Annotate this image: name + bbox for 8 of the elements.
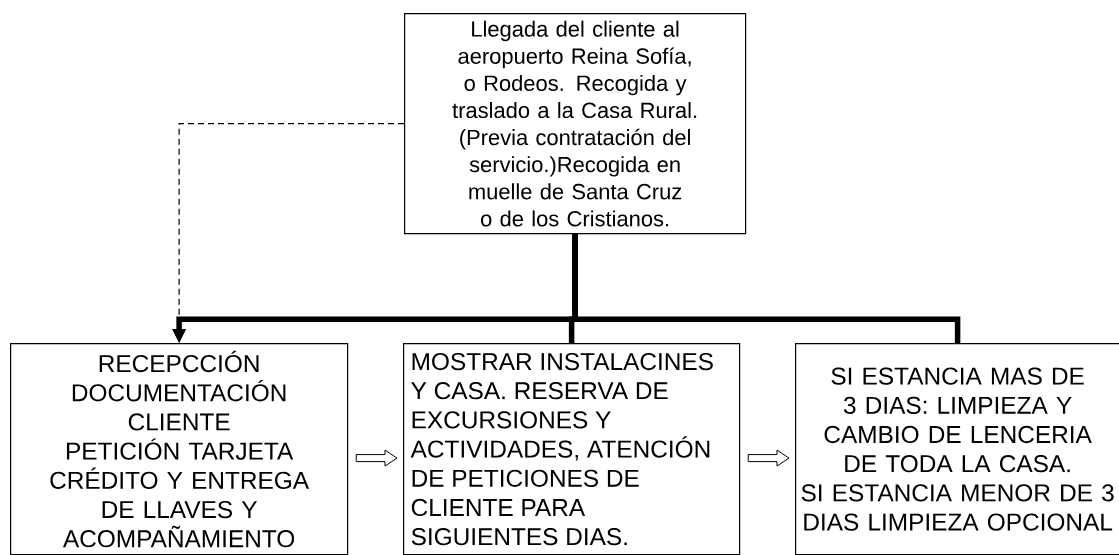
process-box: MOSTRAR INSTALACINES Y CASA. RESERVA DE EXCURSIONES Y ACTIVIDADES, ATENCIÓN DE PETICIONES DE CLIENTE PARA SIGUIENTES DIAS. — [403, 343, 741, 555]
connector-line — [572, 234, 961, 343]
block-arrow — [747, 449, 790, 467]
process-box: SI ESTANCIA MAS DE 3 DIAS: LIMPIEZA Y CAMBIO DE LENCERIA DE TODA LA CASA. SI ESTANCIA MENOR DE 3 DIAS LIMPIEZA OPCIONAL — [795, 343, 1119, 555]
process-box: Llegada del cliente al aeropuerto Reina Sofía, o Rodeos. Recogida y traslado a la Casa Rural. (Previa contratación del servicio.)Recogida en muelle de Santa Cruz o de los Cristianos. — [404, 13, 747, 235]
block-arrow — [355, 449, 398, 467]
process-box: RECEPCCIÓN DOCUMENTACIÓN CLIENTE PETICIÓN TARJETA CRÉDITO Y ENTREGA DE LLAVES Y ACOMPAÑAMIENTO — [10, 343, 349, 555]
dashed-arrow — [172, 123, 405, 343]
